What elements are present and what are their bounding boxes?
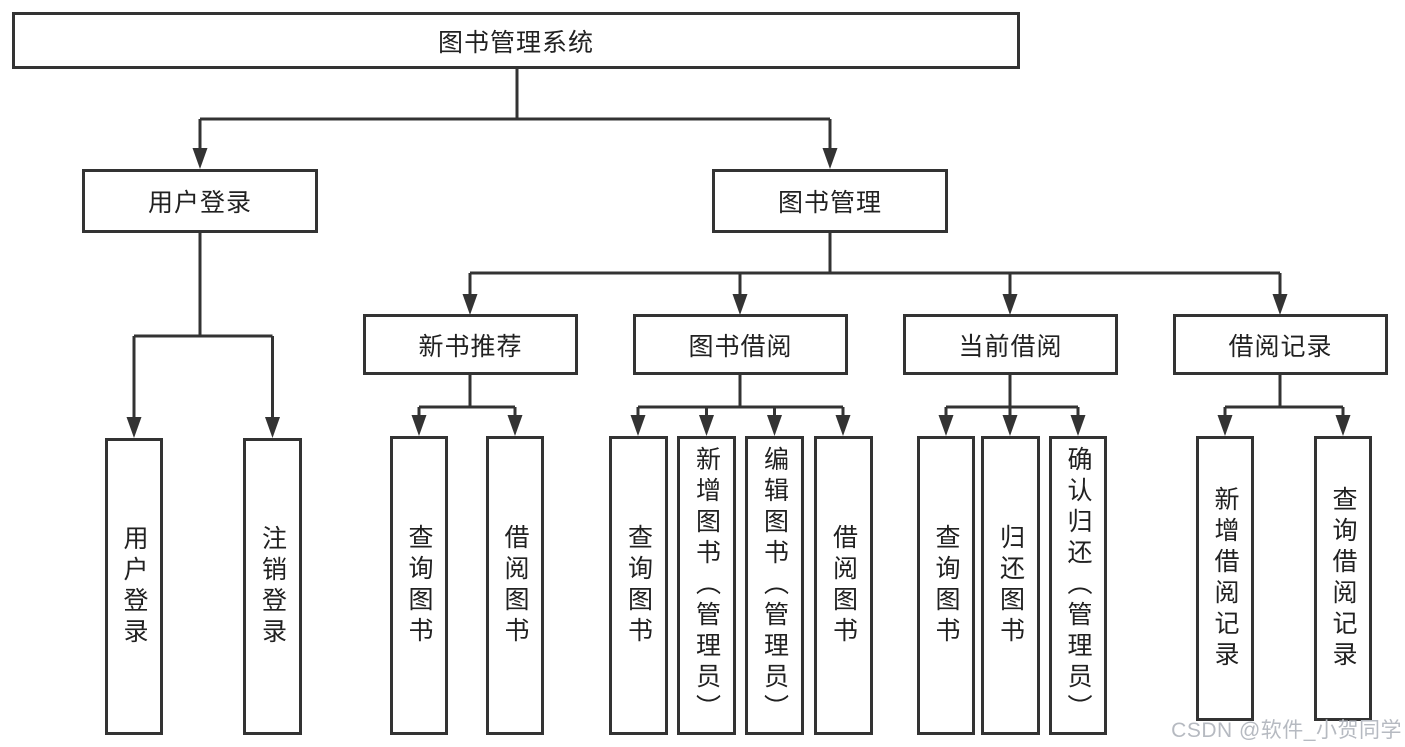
leaf-borrow-books-2-label: 借阅图书 [829,523,858,648]
leaf-query-books-3-label: 查询图书 [932,523,960,648]
leaf-confirm-return-admin-label: 确认归还（管理员） [1064,446,1092,725]
node-book-borrow: 图书借阅 [633,314,848,375]
leaf-edit-book-admin-label: 编辑图书（管理员） [760,446,789,725]
leaf-query-books-1-label: 查询图书 [405,523,433,648]
node-root-system: 图书管理系统 [12,12,1020,69]
leaf-logout-label: 注销登录 [258,524,287,649]
node-book-management-label: 图书管理 [777,189,882,217]
leaf-borrow-books-1-label: 借阅图书 [501,523,529,648]
leaf-query-books-2-label: 查询图书 [624,523,653,648]
leaf-confirm-return-admin: 确认归还（管理员） [1049,436,1107,735]
leaf-query-books-2: 查询图书 [609,436,668,735]
leaf-return-book: 归还图书 [981,436,1040,735]
node-book-management: 图书管理 [712,169,948,233]
leaf-query-books-3: 查询图书 [917,436,975,735]
node-current-borrow: 当前借阅 [903,314,1118,375]
node-borrow-records-label: 借阅记录 [1228,332,1333,361]
node-new-book-recommend-label: 新书推荐 [418,332,523,361]
leaf-user-login-label: 用户登录 [120,524,148,649]
leaf-borrow-books-2: 借阅图书 [814,436,873,735]
leaf-logout: 注销登录 [243,438,302,735]
watermark: CSDN @软件_小贺同学 [1171,719,1402,742]
leaf-add-book-admin-label: 新增图书（管理员） [692,446,721,725]
leaf-add-borrow-record: 新增借阅记录 [1196,436,1254,721]
leaf-query-borrow-record-label: 查询借阅记录 [1329,485,1357,672]
leaf-query-borrow-record: 查询借阅记录 [1314,436,1372,721]
node-current-borrow-label: 当前借阅 [958,332,1063,361]
node-borrow-records: 借阅记录 [1173,314,1388,375]
node-book-borrow-label: 图书借阅 [688,332,793,361]
leaf-user-login: 用户登录 [105,438,163,735]
leaf-borrow-books-1: 借阅图书 [486,436,544,735]
leaf-return-book-label: 归还图书 [996,523,1025,648]
leaf-add-book-admin: 新增图书（管理员） [677,436,736,735]
leaf-edit-book-admin: 编辑图书（管理员） [745,436,804,735]
node-root-system-label: 图书管理系统 [437,28,594,57]
node-user-login: 用户登录 [82,169,318,233]
node-user-login-label: 用户登录 [147,189,252,217]
node-new-book-recommend: 新书推荐 [363,314,578,375]
leaf-add-borrow-record-label: 新增借阅记录 [1211,485,1239,672]
leaf-query-books-1: 查询图书 [390,436,448,735]
